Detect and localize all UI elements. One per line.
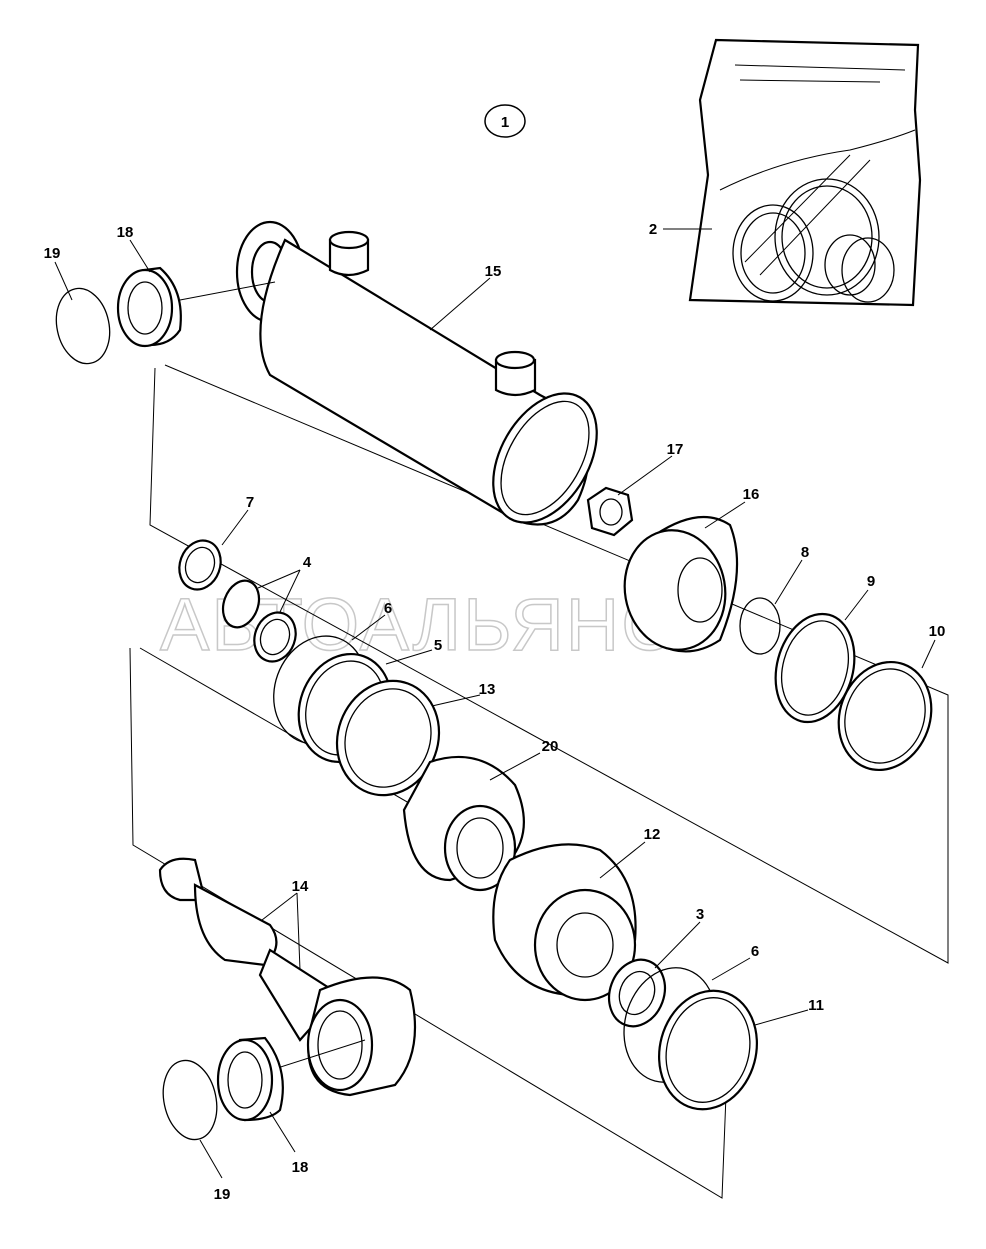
label-17: 17	[667, 441, 684, 458]
label-8: 8	[801, 544, 809, 561]
ring-10	[837, 660, 933, 772]
label-15: 15	[485, 263, 502, 280]
piston	[492, 843, 637, 1002]
wiper-seal	[178, 539, 222, 591]
seal-kit-bag	[688, 38, 922, 307]
circlip-bottom	[162, 1059, 218, 1141]
label-14: 14	[292, 878, 309, 895]
label-6-bottom: 6	[751, 943, 759, 960]
label-18-bottom: 18	[292, 1159, 309, 1176]
label-4: 4	[303, 554, 312, 571]
lower-assembly-guide	[129, 647, 727, 1199]
assembly-callout: 1	[484, 104, 526, 138]
seal-13	[335, 679, 441, 797]
label-9: 9	[867, 573, 875, 590]
circlip-top	[55, 287, 111, 365]
seal-4b	[253, 611, 297, 663]
label-6-top: 6	[384, 600, 392, 617]
label-11: 11	[808, 997, 824, 1014]
part-labels: 2 19 18 15 17 16 7 4 6 8 9 10 5 13 20 12…	[44, 221, 946, 1203]
label-16: 16	[743, 486, 760, 503]
label-7: 7	[246, 494, 254, 511]
ring-9	[774, 612, 856, 724]
label-19-top: 19	[44, 245, 61, 262]
cylinder-barrel	[235, 220, 598, 526]
leader	[179, 281, 276, 301]
label-3: 3	[696, 906, 704, 923]
nut	[586, 486, 634, 537]
label-19-bottom: 19	[214, 1186, 231, 1203]
bushing-top	[116, 266, 182, 348]
oring-8	[739, 597, 781, 655]
label-2: 2	[649, 221, 657, 238]
ring-11	[658, 989, 758, 1111]
label-18-top: 18	[117, 224, 134, 241]
label-10: 10	[929, 623, 946, 640]
label-13: 13	[479, 681, 496, 698]
spacer	[402, 755, 525, 892]
label-20: 20	[542, 738, 559, 755]
label-12: 12	[644, 826, 661, 843]
leader-lines	[54, 239, 936, 1179]
seal-4a	[221, 579, 261, 629]
piston-rod	[158, 857, 417, 1097]
gland	[623, 515, 739, 653]
bushing-bottom	[216, 1036, 284, 1122]
label-5: 5	[434, 637, 442, 654]
callout-1-text: 1	[501, 114, 509, 131]
